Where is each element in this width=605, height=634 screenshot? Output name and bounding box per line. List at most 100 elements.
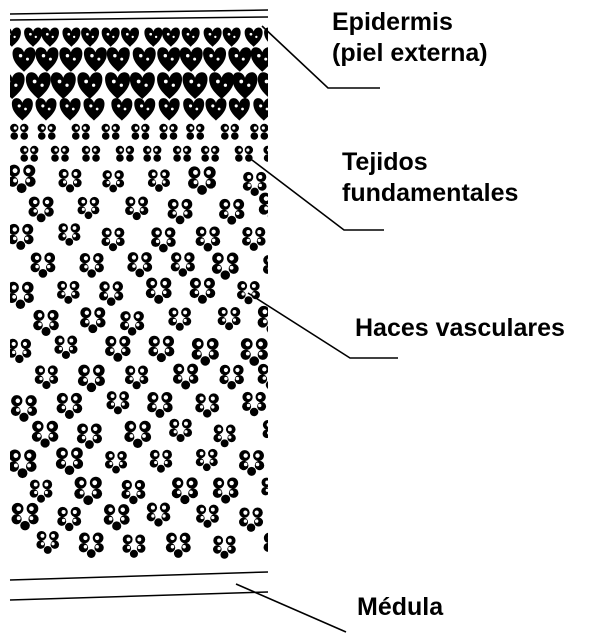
epidermis-cell [183, 98, 204, 120]
vascular-bundle [259, 193, 287, 221]
vascular-bundle [241, 338, 268, 366]
vascular-bundle [125, 366, 148, 390]
vascular-bundle [102, 170, 124, 192]
vascular-bundle [239, 507, 263, 531]
epidermis-cell [204, 28, 222, 47]
epidermis-cell [205, 98, 226, 120]
epidermis-cell [84, 98, 105, 120]
vascular-bundle [32, 421, 59, 448]
epidermis-cells [0, 28, 283, 121]
vascular-bundle [11, 503, 38, 531]
vascular-bundle [261, 478, 283, 501]
vascular-bundle [242, 392, 266, 416]
epidermis-cell [130, 72, 155, 99]
vascular-bundle [7, 339, 31, 363]
vascular-bundle [35, 365, 58, 389]
vascular-bundle-small [143, 146, 161, 162]
vascular-bundle [105, 451, 127, 473]
epidermis-cell [59, 47, 82, 72]
epidermis-cell [251, 47, 274, 72]
vascular-bundle [148, 169, 170, 191]
vascular-bundle [121, 480, 145, 504]
vascular-bundle-small [250, 124, 268, 140]
vascular-bundle-small [173, 146, 191, 162]
vascular-bundle [106, 391, 129, 414]
vascular-bundle [173, 364, 198, 390]
epidermis-cell [228, 47, 251, 72]
vascular-bundle [242, 227, 266, 251]
vascular-bundle [99, 281, 123, 306]
vascular-bundle [172, 477, 198, 504]
epidermis-cell [77, 72, 102, 99]
epidermis-cell [180, 47, 203, 72]
vascular-bundle [74, 477, 102, 505]
epidermis-cell [209, 72, 234, 99]
vascular-bundle [171, 252, 195, 277]
epidermis-cell [60, 98, 81, 120]
vascular-bundle [56, 447, 83, 475]
vascular-bundle [192, 338, 219, 366]
epidermis-cell [245, 28, 263, 47]
vascular-bundle-small [20, 146, 38, 162]
epidermis-cell [35, 47, 58, 72]
epidermis-cell [134, 98, 155, 120]
vascular-bundle [196, 505, 219, 528]
vascular-bundle-small [72, 124, 90, 140]
vascular-bundle [258, 364, 283, 390]
epidermis-cell [258, 72, 283, 99]
vascular-bundles [7, 124, 288, 559]
vascular-bundle [258, 306, 285, 334]
epidermis-cell [203, 47, 226, 72]
vascular-bundle [120, 311, 144, 336]
vascular-bundle [169, 419, 192, 442]
vascular-bundle [8, 224, 34, 250]
epidermis-cell [144, 28, 162, 47]
epidermis-cell [133, 47, 156, 72]
vascular-bundle [168, 308, 191, 331]
epidermis-cell [62, 28, 80, 47]
vascular-bundle [78, 365, 105, 393]
vascular-bundle [124, 421, 151, 448]
outer-boundary-line [10, 17, 268, 20]
vascular-bundle [8, 165, 36, 193]
vascular-bundle-small [10, 124, 28, 140]
epidermis-cell [36, 98, 57, 120]
epidermis-cell [0, 72, 25, 99]
vascular-bundle [168, 199, 193, 224]
epidermis-cell [41, 28, 59, 47]
vascular-bundle-small [116, 146, 134, 162]
vascular-bundle [80, 307, 105, 333]
vascular-bundle [196, 226, 221, 251]
vascular-bundle [58, 223, 80, 246]
epidermis-cell [253, 98, 274, 120]
vascular-bundle [11, 395, 37, 422]
vascular-bundle [239, 450, 264, 476]
vascular-bundle [78, 197, 100, 219]
epidermis-cell [229, 98, 250, 120]
vascular-bundle [7, 282, 34, 309]
vascular-bundle [104, 504, 130, 530]
vascular-bundle [57, 393, 83, 419]
epidermis-cell [105, 72, 130, 99]
vascular-bundle-small [186, 124, 204, 140]
vascular-bundle [263, 420, 286, 443]
leader-line-medula [236, 584, 346, 632]
vascular-bundle [264, 533, 288, 558]
vascular-bundle [146, 278, 172, 304]
vascular-bundle [147, 392, 172, 418]
epidermis-cell [12, 98, 33, 120]
pith-boundary-line [10, 592, 268, 600]
vascular-bundle [148, 336, 174, 362]
epidermis-cell [3, 28, 21, 47]
vascular-bundle [147, 502, 171, 526]
vascular-bundle [196, 449, 218, 471]
vascular-bundle-small [263, 146, 281, 162]
vascular-bundle-small [82, 146, 100, 162]
vascular-bundle [151, 227, 176, 252]
vascular-bundle [30, 480, 53, 503]
epidermis-cell [183, 72, 208, 99]
vascular-bundle [195, 393, 219, 417]
vascular-bundle-small [38, 124, 56, 140]
label-epidermis-line2: (piel externa) [332, 38, 488, 69]
vascular-bundle-small [102, 124, 120, 140]
